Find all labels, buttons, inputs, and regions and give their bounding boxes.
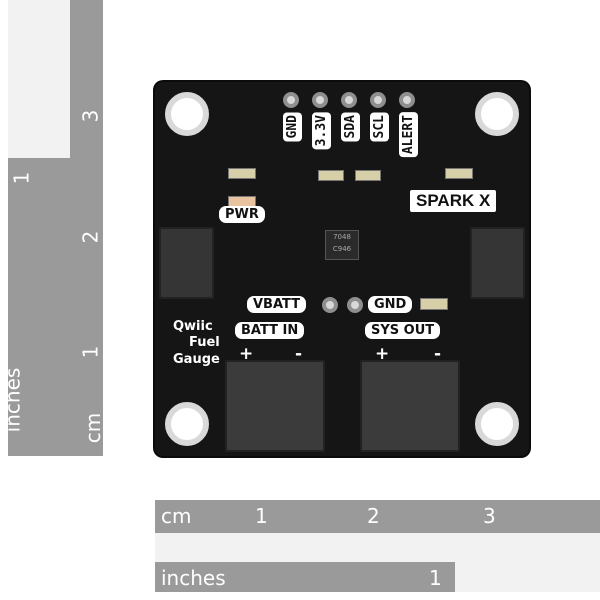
qwiic-connector-left [159,227,214,299]
pin-label-3v3: 3.3V [312,112,331,150]
pin-label-alert: ALERT [399,112,418,158]
left-ruler-cm-band [8,158,70,456]
qwiic-title-line-1: Qwiic [173,319,213,334]
fuel-gauge-chip: 7048 C946 [325,230,359,260]
batt-in-label: BATT IN [235,322,305,339]
sys-out-connector [360,360,460,452]
mounting-hole-top-left [165,92,209,136]
sys-out-label: SYS OUT [365,322,441,339]
left-ruler: 3 2 1 1 inches cm [0,0,106,456]
bottom-inches-label: inches [161,566,226,590]
sys-out-plus: + [375,344,390,364]
sys-out-minus: - [434,344,442,364]
vbatt-label: VBATT [247,296,307,313]
ruler-inches-label: inches [0,367,25,433]
bottom-inches-tick-1: 1 [429,566,442,590]
mounting-hole-bottom-right [475,402,519,446]
batt-in-connector [225,360,325,452]
batt-in-plus: + [239,344,254,364]
bottom-ruler: cm 1 2 3 inches 1 [155,500,600,592]
bottom-cm-label: cm [161,504,192,528]
pad-gnd [283,92,299,108]
qwiic-connector-right [470,227,525,299]
pad-alert [399,92,415,108]
bottom-cm-tick-2: 2 [367,504,380,528]
qwiic-title-line-3: Gauge [173,352,220,367]
resistor-1 [318,170,344,181]
batt-in-minus: - [295,344,303,364]
mounting-hole-bottom-left [165,402,209,446]
fuel-gauge-board: GND 3.3V SDA SCL ALERT PWR SPARK X 7048 … [155,82,529,456]
pin-label-scl: SCL [370,112,389,142]
ruler-label-3: 3 [78,109,103,123]
resistor-2 [355,170,381,181]
left-ruler-inch-band [70,0,103,456]
pad-gnd-bottom [347,297,363,313]
pad-3v3 [312,92,328,108]
pin-label-sda: SDA [341,112,360,142]
bottom-ruler-inch-band [155,562,455,592]
pad-sda [341,92,357,108]
pwr-label: PWR [219,206,265,223]
gnd-label: GND [368,296,413,313]
bottom-cm-tick-3: 3 [483,504,496,528]
led-smd [445,168,473,179]
pad-scl [370,92,386,108]
small-smd-1 [228,168,256,179]
led-near-vbatt [420,298,448,310]
ruler-cm-label: cm [81,412,106,444]
bottom-ruler-cm-band [155,500,600,533]
pin-label-gnd: GND [283,112,302,142]
mounting-hole-top-right [475,92,519,136]
pad-vbatt [322,297,338,313]
ruler-label-1-cm: 1 [78,345,103,359]
ruler-label-2: 2 [78,230,103,244]
qwiic-title-line-2: Fuel [189,335,220,350]
ruler-label-1-in: 1 [9,171,34,185]
bottom-cm-tick-1: 1 [255,504,268,528]
spark-x-logo: SPARK X [410,190,497,212]
